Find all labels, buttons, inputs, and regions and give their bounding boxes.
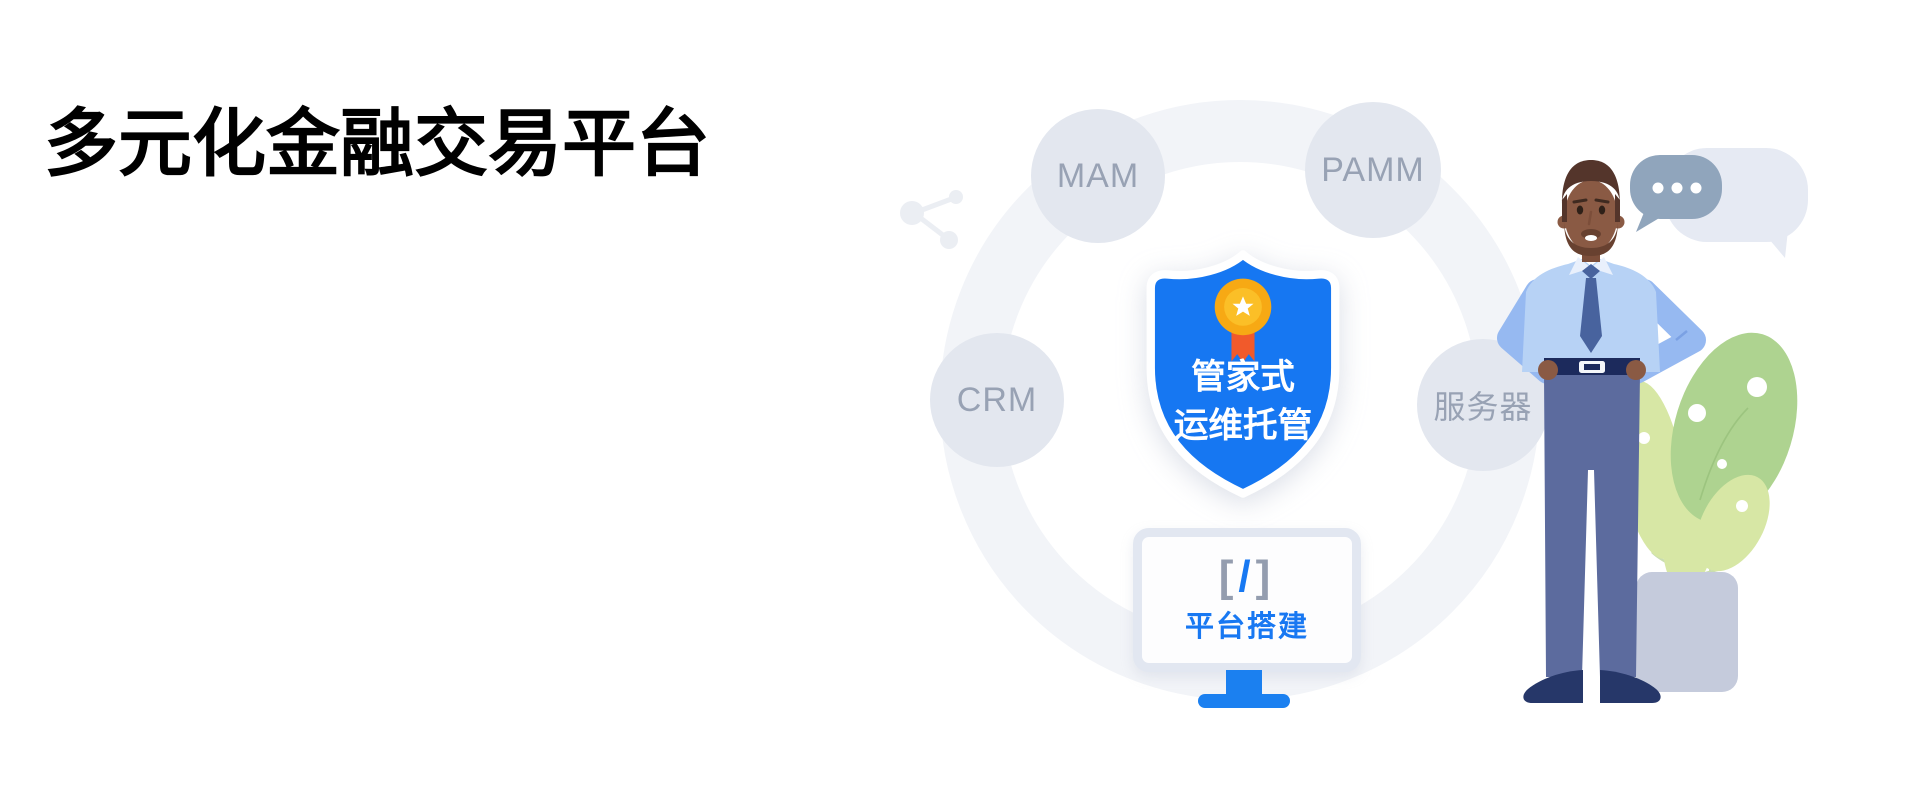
shield-badge: 管家式 运维托管 bbox=[1138, 244, 1348, 509]
molecule-decoration-icon bbox=[900, 190, 963, 249]
code-brackets-icon: [/] bbox=[1218, 552, 1276, 601]
monitor-label: 平台搭建 bbox=[1184, 611, 1309, 643]
node-mam-label: MAM bbox=[1056, 156, 1140, 195]
node-crm: CRM bbox=[930, 333, 1064, 467]
businessman-illustration bbox=[1497, 160, 1706, 703]
page-title: 多元化金融交易平台 bbox=[44, 102, 710, 185]
shield-text-line2: 运维托管 bbox=[1174, 407, 1312, 445]
medal-icon bbox=[1214, 278, 1272, 363]
shield-text-line1: 管家式 bbox=[1191, 359, 1295, 397]
plant-pot bbox=[1636, 572, 1738, 692]
node-server-label: 服务器 bbox=[1433, 389, 1533, 425]
shield-shape bbox=[1146, 250, 1340, 498]
monitor-stand-stem bbox=[1226, 670, 1262, 698]
speech-bubbles bbox=[1630, 148, 1808, 258]
node-crm-label: CRM bbox=[956, 380, 1038, 419]
monitor-stand-base bbox=[1198, 694, 1290, 708]
node-mam: MAM bbox=[1031, 109, 1165, 243]
node-pamm: PAMM bbox=[1305, 102, 1441, 238]
node-pamm-label: PAMM bbox=[1321, 150, 1425, 189]
monitor-card: [/] 平台搭建 bbox=[1133, 528, 1361, 672]
speech-bubble-typing-icon bbox=[1630, 155, 1722, 232]
